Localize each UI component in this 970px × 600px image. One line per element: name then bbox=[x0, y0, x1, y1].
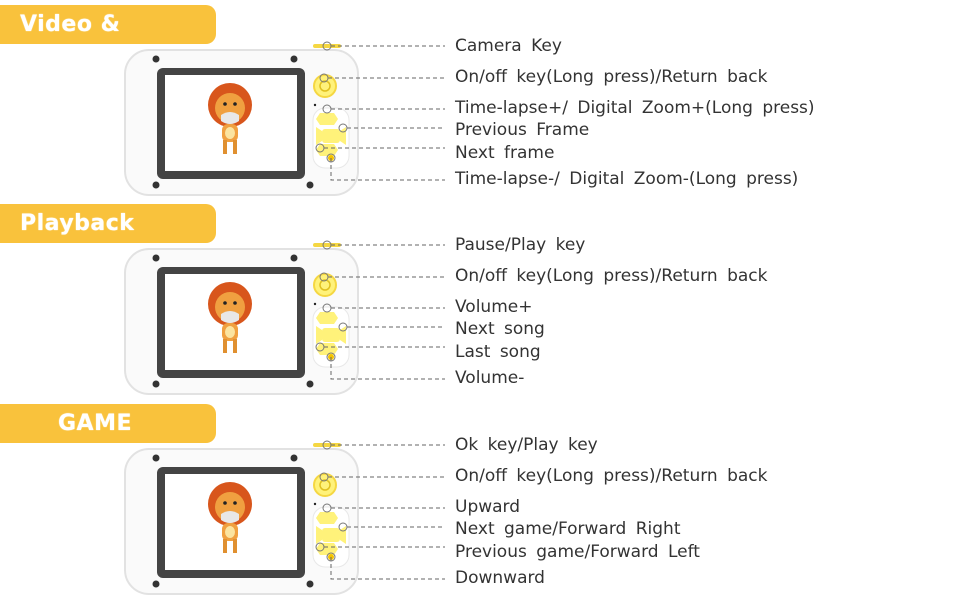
leader-line bbox=[330, 557, 445, 580]
dpad-up-button bbox=[316, 113, 338, 125]
callout-dot bbox=[315, 342, 325, 352]
screw-icon bbox=[152, 55, 160, 63]
section-title-banner: Video & Photos bbox=[0, 5, 216, 76]
callout-label: Volume- bbox=[455, 368, 525, 388]
screw-icon bbox=[306, 181, 314, 189]
callout-dot bbox=[319, 472, 329, 482]
callout-dot bbox=[322, 41, 332, 51]
callout-label: Volume+ bbox=[455, 297, 533, 317]
dpad-left-button bbox=[316, 326, 322, 344]
callout-label: Upward bbox=[455, 497, 521, 517]
callout-label: Last song bbox=[455, 342, 541, 362]
dpad-down-button bbox=[316, 343, 338, 355]
callout-dot bbox=[338, 123, 348, 133]
screw-icon bbox=[290, 55, 298, 63]
leader-line bbox=[330, 158, 445, 181]
camera-illustration bbox=[124, 440, 445, 595]
power-button bbox=[313, 273, 337, 297]
dpad-ok-button bbox=[322, 129, 340, 143]
callout-label: On/off key(Long press)/Return back bbox=[455, 67, 768, 87]
screw-icon bbox=[306, 580, 314, 588]
section-title-banner: Playback bbox=[0, 204, 216, 243]
section-title-banner: GAME bbox=[0, 404, 216, 443]
callout-dot bbox=[338, 522, 348, 532]
camera-illustration bbox=[124, 240, 445, 395]
callout-dot bbox=[338, 322, 348, 332]
lion-mascot-image bbox=[208, 282, 252, 353]
callout-dot bbox=[322, 104, 332, 114]
dpad-up-button bbox=[316, 512, 338, 524]
screw-icon bbox=[152, 254, 160, 262]
callout-dot bbox=[322, 303, 332, 313]
callout-dot bbox=[315, 542, 325, 552]
dpad-left-button bbox=[316, 526, 322, 544]
callout-dot bbox=[319, 272, 329, 282]
shutter-key bbox=[313, 443, 341, 447]
screw-icon bbox=[152, 181, 160, 189]
shutter-key bbox=[313, 44, 341, 48]
screw-icon bbox=[152, 580, 160, 588]
callout-dot bbox=[326, 352, 336, 362]
callout-label: On/off key(Long press)/Return back bbox=[455, 466, 768, 486]
callout-label: On/off key(Long press)/Return back bbox=[455, 266, 768, 286]
callout-label: Time-lapse-/ Digital Zoom-(Long press) bbox=[455, 169, 799, 189]
dpad-up-button bbox=[316, 312, 338, 324]
callout-dot bbox=[315, 143, 325, 153]
callout-dot bbox=[319, 73, 329, 83]
callout-label: Ok key/Play key bbox=[455, 435, 598, 455]
callout-dot bbox=[322, 240, 332, 250]
screw-icon bbox=[152, 380, 160, 388]
lion-mascot-image bbox=[208, 83, 252, 154]
lion-mascot-image bbox=[208, 482, 252, 553]
screw-icon bbox=[290, 254, 298, 262]
power-button bbox=[313, 74, 337, 98]
callout-dot bbox=[326, 552, 336, 562]
callout-label: Next frame bbox=[455, 143, 555, 163]
screw-icon bbox=[152, 454, 160, 462]
callout-dot bbox=[326, 153, 336, 163]
callout-dot bbox=[322, 440, 332, 450]
dpad-down-button bbox=[316, 543, 338, 555]
shutter-key bbox=[313, 243, 341, 247]
callout-label: Previous Frame bbox=[455, 120, 590, 140]
screw-icon bbox=[306, 380, 314, 388]
screw-icon bbox=[290, 454, 298, 462]
dpad-down-button bbox=[316, 144, 338, 156]
callout-label: Next game/Forward Right bbox=[455, 519, 681, 539]
callout-label: Camera Key bbox=[455, 36, 562, 56]
callout-label: Time-lapse+/ Digital Zoom+(Long press) bbox=[455, 98, 815, 118]
callout-dot bbox=[322, 503, 332, 513]
callout-label: Pause/Play key bbox=[455, 235, 586, 255]
dpad-ok-button bbox=[322, 528, 340, 542]
dpad-left-button bbox=[316, 127, 322, 145]
dpad-ok-button bbox=[322, 328, 340, 342]
callout-label: Downward bbox=[455, 568, 545, 588]
callout-label: Previous game/Forward Left bbox=[455, 542, 700, 562]
leader-line bbox=[330, 357, 445, 380]
camera-illustration bbox=[124, 41, 445, 196]
power-button bbox=[313, 473, 337, 497]
callout-label: Next song bbox=[455, 319, 545, 339]
